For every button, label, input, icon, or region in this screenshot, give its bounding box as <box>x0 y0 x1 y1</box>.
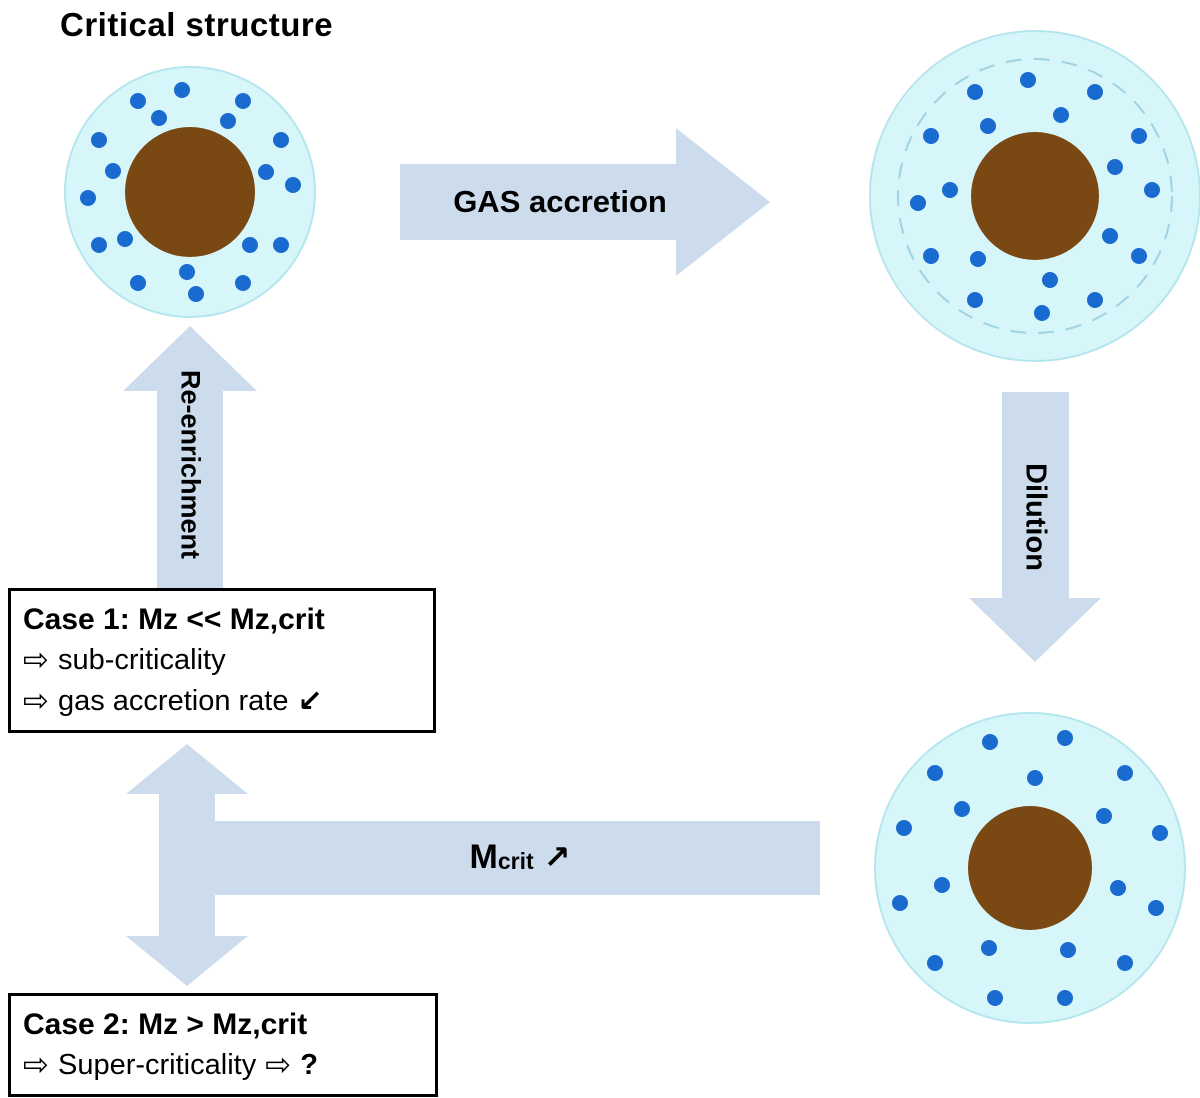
accreted-structure-circle <box>869 30 1200 362</box>
dilution-arrow <box>969 392 1101 662</box>
case2-line: ⇨ Super-criticality ⇨ ? <box>23 1045 423 1086</box>
core-circle <box>125 127 255 257</box>
metal-dots <box>892 730 1168 1006</box>
case2-line-text: Super-criticality <box>57 1049 257 1081</box>
re-enrichment-arrow <box>123 326 257 588</box>
increase-arrow-icon: ↗ <box>543 839 571 875</box>
flow-arrows <box>123 128 1101 986</box>
core-circle <box>968 806 1092 930</box>
gas-accretion-arrow <box>400 128 770 276</box>
gas-accretion-label: GAS accretion <box>453 184 667 219</box>
implies-arrow-icon: ⇨ <box>23 683 49 719</box>
case-double-arrow <box>126 744 248 986</box>
implies-arrow-icon: ⇨ <box>23 1047 49 1083</box>
dashed-boundary-ring <box>897 58 1173 334</box>
case1-line1-text: sub-criticality <box>57 644 226 676</box>
re-enrichment-label: Re-enrichment <box>175 370 206 560</box>
mcrit-bar <box>185 821 820 895</box>
mcrit-symbol: M <box>469 837 498 876</box>
case1-heading: Case 1: Mz << Mz,crit <box>23 603 325 636</box>
case2-box: Case 2: Mz > Mz,crit ⇨ Super-criticality… <box>8 993 438 1097</box>
case1-line2-text: gas accretion rate <box>57 685 289 717</box>
decrease-arrow-icon: ↙ <box>297 684 323 719</box>
metal-dots <box>80 82 301 302</box>
case2-heading: Case 2: Mz > Mz,crit <box>23 1008 308 1041</box>
dilution-label: Dilution <box>1019 462 1052 571</box>
case1-line-subcriticality: ⇨ sub-criticality <box>23 640 421 681</box>
case1-box: Case 1: Mz << Mz,crit ⇨ sub-criticality … <box>8 588 436 733</box>
core-circle <box>971 132 1099 260</box>
critical-structure-circle <box>64 66 316 318</box>
diagram-title: Critical structure <box>60 6 334 43</box>
mcrit-subscript: crit <box>497 847 534 874</box>
case1-line-gas-rate: ⇨ gas accretion rate ↙ <box>23 681 421 722</box>
metal-dots <box>910 72 1160 321</box>
question-mark: ? <box>300 1049 318 1081</box>
diluted-structure-circle <box>874 712 1186 1024</box>
implies-arrow-icon: ⇨ <box>23 642 49 678</box>
implies-arrow-icon: ⇨ <box>265 1047 292 1083</box>
